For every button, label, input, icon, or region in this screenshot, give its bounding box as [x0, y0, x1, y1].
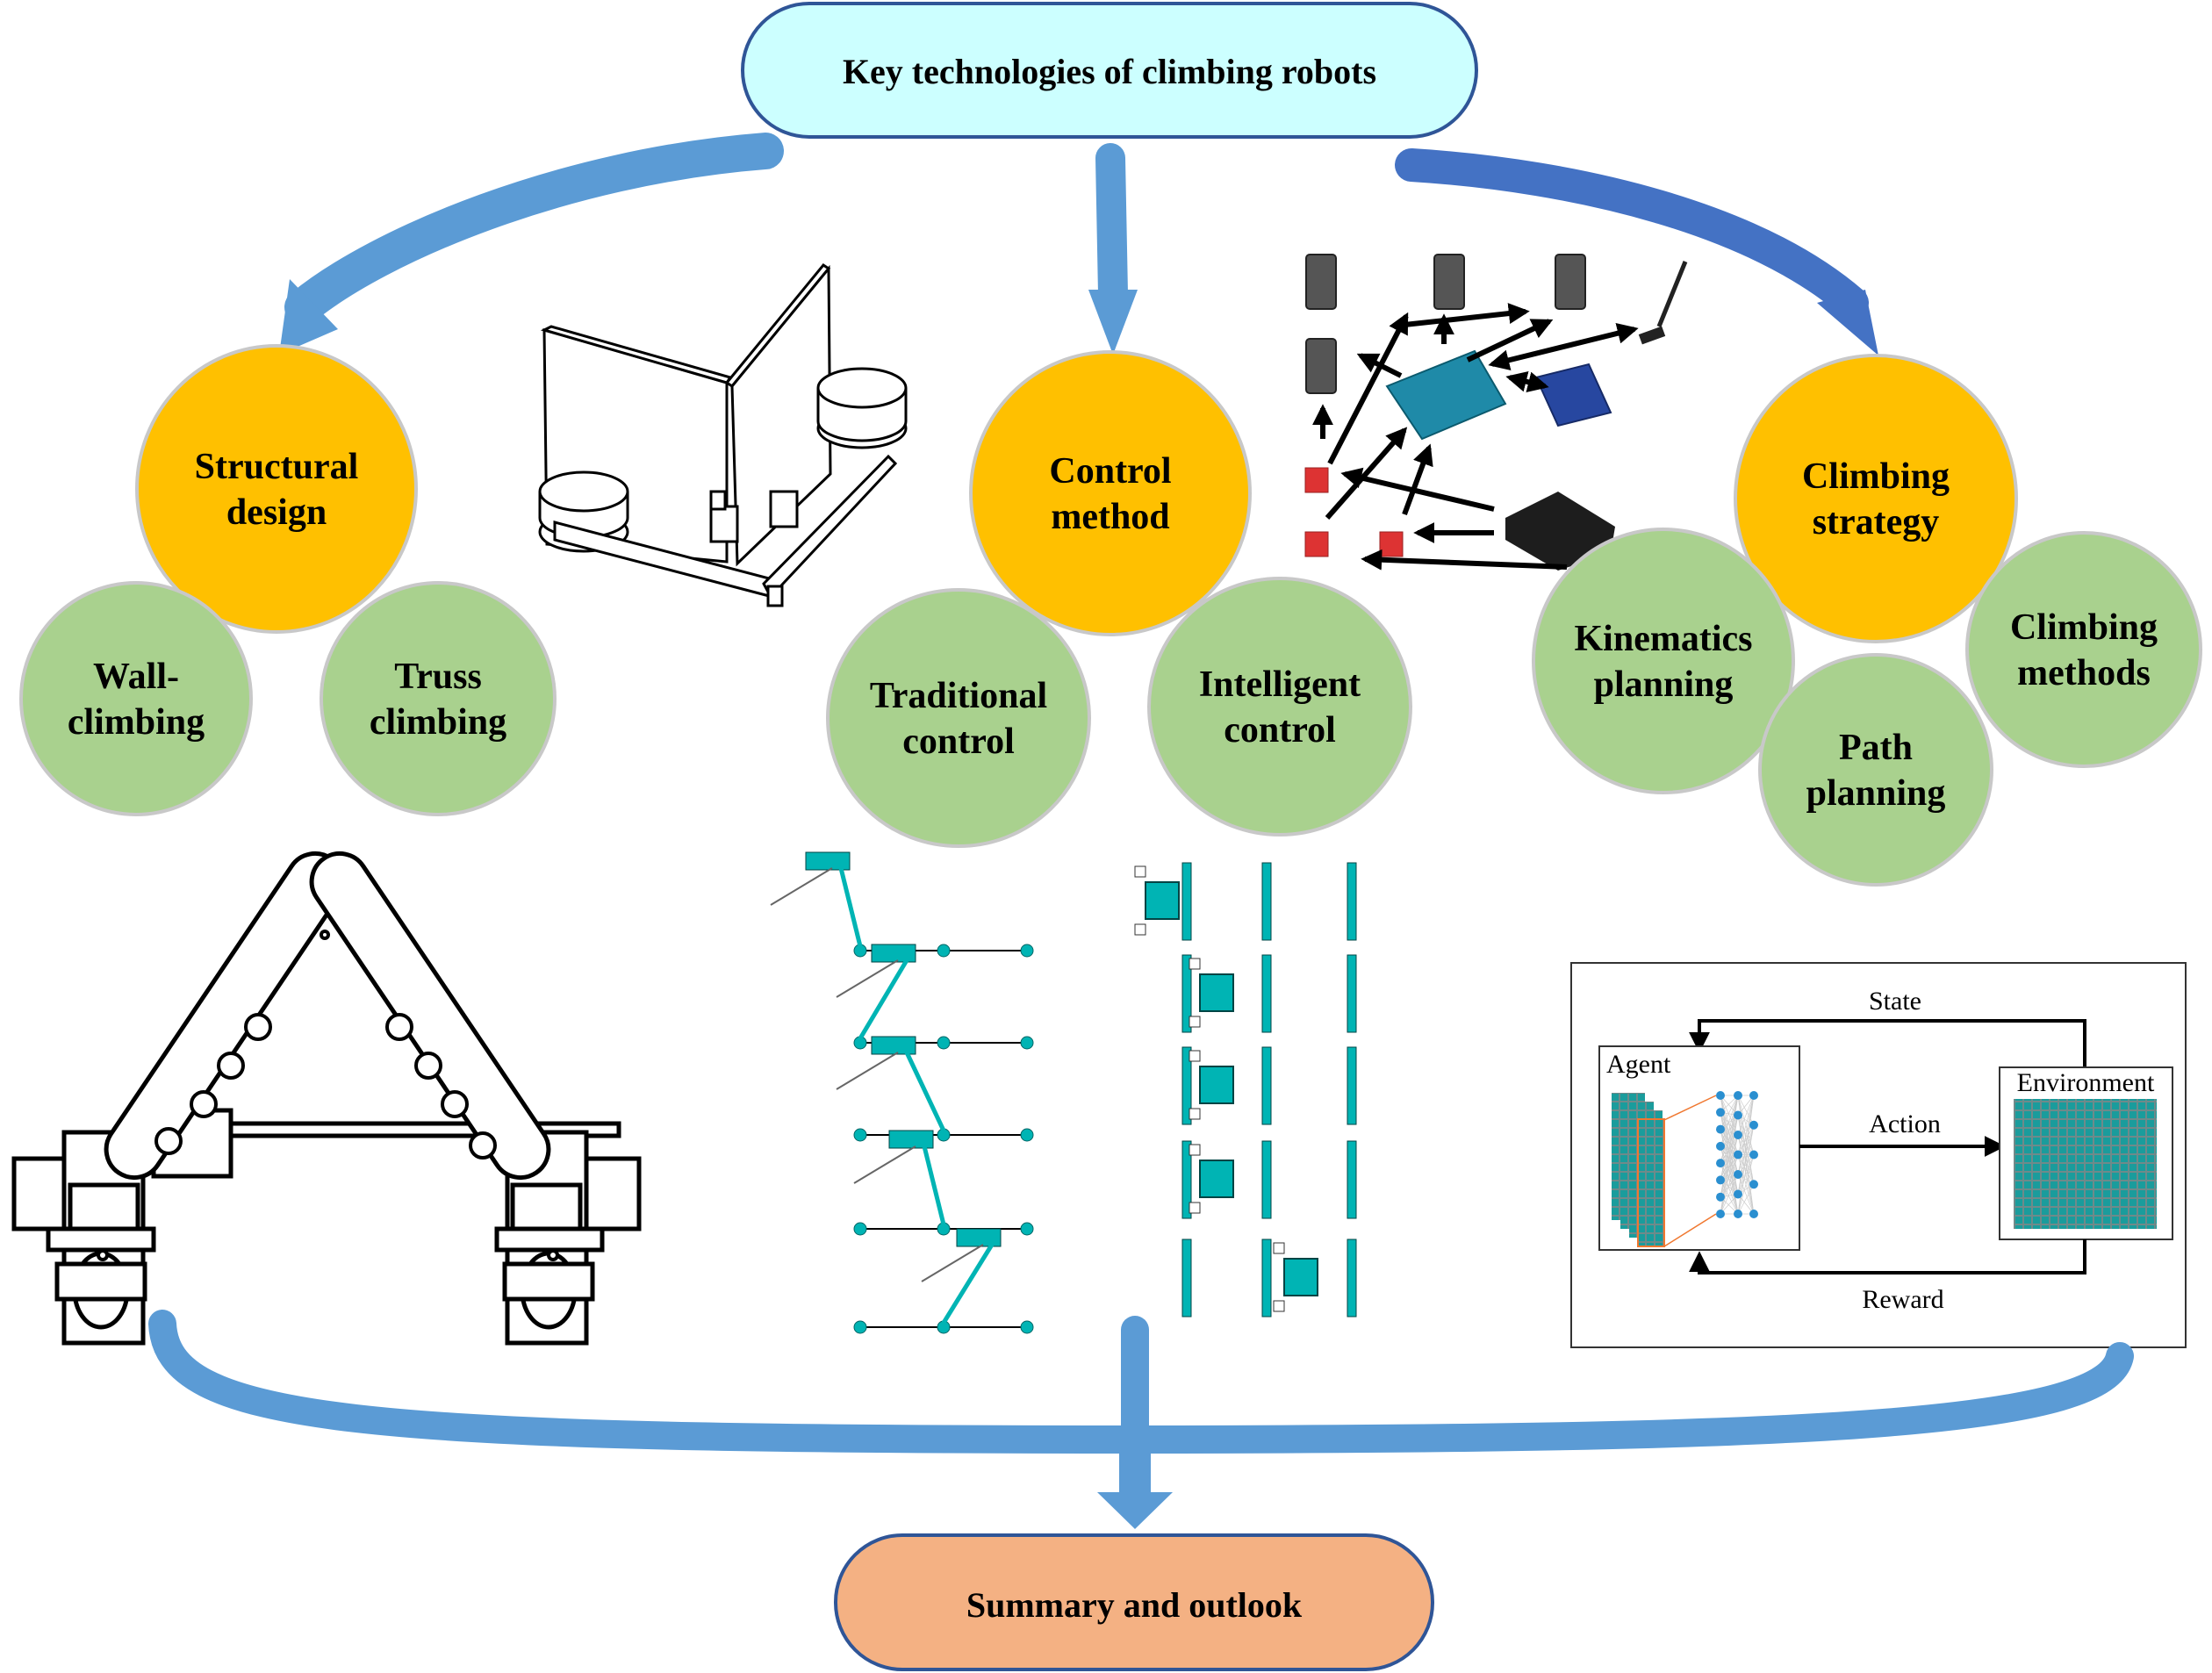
subtopic-strategy-2-label: Climbing — [2010, 607, 2158, 648]
arrow-bottom-merge — [148, 1310, 2134, 1529]
title-node: Key technologies of climbing robots — [741, 2, 1478, 139]
nn-node — [1716, 1175, 1725, 1185]
rl-reward-label: Reward — [1862, 1285, 1943, 1314]
nn-node — [1716, 1141, 1725, 1151]
nn-node — [1734, 1110, 1742, 1120]
subtopic-strategy-1-shape — [1758, 653, 1993, 887]
truss-robot-drawing — [538, 262, 908, 607]
subtopic-strategy-0-label: planning — [1594, 664, 1734, 705]
subtopic-structural-0-label: Wall- — [93, 657, 179, 697]
subtopic-control-0-label: control — [902, 722, 1015, 762]
conclusion-node: Summary and outlook — [834, 1533, 1434, 1671]
category-structural: Structural design — [135, 344, 418, 634]
gait-step — [853, 1228, 1357, 1334]
topic-nodes: StructuraldesignControlmethodClimbingstr… — [19, 344, 2202, 887]
category-structural-label: Structural — [195, 447, 359, 487]
subtopic-control-0-label: Traditional — [870, 676, 1047, 716]
sensor-module-icon — [1534, 363, 1612, 427]
rl-action-label: Action — [1869, 1109, 1941, 1138]
subtopic-structural-0-label: climbing — [68, 702, 205, 743]
nn-node — [1749, 1210, 1758, 1218]
category-control-shape — [969, 350, 1252, 636]
subtopic-structural-0-shape — [19, 581, 253, 816]
servo-icons — [1305, 254, 1586, 394]
subtopic-structural-1-label: climbing — [370, 702, 506, 743]
gait-step — [770, 851, 1357, 958]
subtopic-control-0-shape — [826, 588, 1091, 848]
subtopic-strategy-2-label: methods — [2017, 653, 2151, 693]
subtopic-strategy-0: Kinematics planning — [1532, 528, 1795, 794]
subtopic-strategy-2-shape — [1965, 531, 2202, 768]
rl-state-label: State — [1869, 987, 1921, 1016]
gait-step — [836, 1036, 1357, 1142]
arrow-to-strategy — [1395, 148, 1878, 355]
subtopic-strategy-2: Climbing methods — [1965, 531, 2202, 768]
neural-network-icon — [1663, 1091, 1758, 1247]
nn-node — [1716, 1108, 1725, 1117]
category-control-label: Control — [1049, 451, 1171, 492]
subtopic-strategy-1-label: Path — [1839, 728, 1913, 768]
nn-node — [1716, 1192, 1725, 1202]
category-strategy: Climbing strategy — [1734, 354, 2018, 643]
subtopic-strategy-1-label: planning — [1806, 773, 1946, 814]
nn-node — [1716, 1159, 1725, 1168]
category-strategy-label: Climbing — [1802, 456, 1950, 497]
environment-label: Environment — [2017, 1068, 2155, 1097]
reward-arrow — [1689, 1239, 2086, 1274]
agent-label: Agent — [1606, 1050, 1671, 1079]
nn-node — [1749, 1150, 1758, 1160]
category-control-label: method — [1051, 497, 1169, 537]
gait-step — [853, 1130, 1357, 1236]
nn-node — [1749, 1091, 1758, 1100]
control-hardware-diagram — [1304, 254, 1688, 571]
rl-diagram: State Agent Action Environment Reward — [1570, 962, 2187, 1348]
wall-robot-drawing — [11, 851, 642, 1346]
subtopic-structural-1-shape — [320, 581, 557, 816]
subtopic-structural-0: Wall-climbing — [19, 581, 253, 816]
environment-grid — [2014, 1099, 2157, 1229]
category-structural-shape — [135, 344, 418, 634]
nn-node — [1734, 1150, 1742, 1160]
antenna-module-icon — [1638, 261, 1688, 345]
arrow-to-control — [1088, 143, 1138, 355]
nn-node — [1734, 1091, 1742, 1100]
right-leg — [494, 1130, 642, 1346]
agent-input-frames — [1612, 1093, 1665, 1247]
category-structural-label: design — [226, 492, 327, 533]
title-text: Key technologies of climbing robots — [843, 52, 1376, 91]
nn-node — [1716, 1210, 1725, 1218]
toggle-switch-icons — [1304, 467, 1404, 557]
nn-node — [1734, 1210, 1742, 1218]
state-arrow — [1689, 1019, 2086, 1071]
conclusion-text: Summary and outlook — [966, 1585, 1303, 1625]
subtopic-control-1-label: control — [1224, 710, 1336, 750]
subtopic-strategy-0-shape — [1532, 528, 1795, 794]
nn-node — [1734, 1131, 1742, 1139]
nn-node — [1716, 1091, 1725, 1100]
subtopic-control-1-label: Intelligent — [1199, 664, 1361, 705]
subtopic-control-1: Intelligent control — [1147, 577, 1412, 836]
wiring-arrows — [1312, 303, 1639, 571]
subtopic-structural-1: Truss climbing — [320, 581, 557, 816]
subtopic-structural-1-label: Truss — [394, 657, 482, 697]
subtopic-control-1-shape — [1147, 577, 1412, 836]
subtopic-control-0: Traditional control — [826, 588, 1091, 848]
arduino-board-icon — [1385, 349, 1507, 441]
subtopic-strategy-0-label: Kinematics — [1575, 619, 1753, 659]
nn-node — [1749, 1120, 1758, 1130]
nn-node — [1734, 1189, 1742, 1199]
nn-node — [1734, 1170, 1742, 1179]
battery-box-icon — [1505, 492, 1615, 571]
category-control: Control method — [969, 350, 1252, 636]
category-strategy-label: strategy — [1813, 502, 1940, 542]
arrow-to-structural — [279, 133, 784, 355]
nn-node — [1716, 1124, 1725, 1134]
category-strategy-shape — [1734, 354, 2018, 643]
gait-step — [836, 944, 1357, 1050]
gait-sequence-diagram — [770, 851, 1357, 1334]
subtopic-strategy-1: Path planning — [1758, 653, 1993, 887]
nn-node — [1749, 1180, 1758, 1189]
